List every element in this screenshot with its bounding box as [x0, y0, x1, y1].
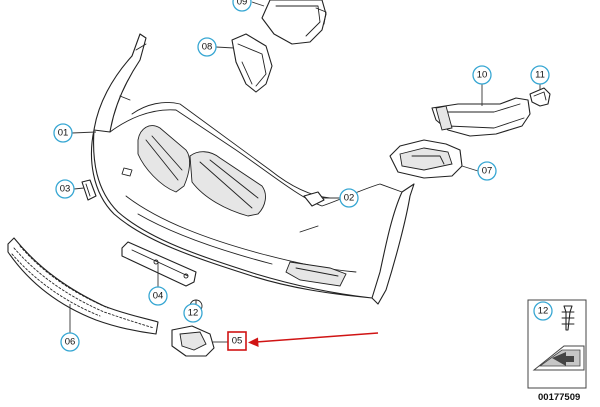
callout-09: 09: [232, 0, 252, 12]
callout-02: 02: [339, 188, 359, 208]
leader-lines: [69, 1, 541, 343]
callout-08-label: 08: [202, 42, 213, 53]
callout-11: 11: [530, 65, 550, 85]
callout-08: 08: [197, 37, 217, 57]
callout-12-legend: 12: [533, 301, 553, 321]
part-04-bracket: [121, 241, 197, 287]
callout-06: 06: [60, 332, 80, 352]
callout-01: 01: [53, 123, 73, 143]
part-09-air-duct: [261, 0, 327, 45]
part-07-bezel: [389, 139, 463, 179]
callout-05-label: 05: [232, 336, 243, 347]
callout-10: 10: [472, 65, 492, 85]
callout-04: 04: [148, 286, 168, 306]
callout-04-label: 04: [153, 291, 164, 302]
part-06-grille: [7, 237, 159, 335]
callout-02-label: 02: [344, 193, 355, 204]
part-02-cover: [303, 191, 325, 207]
callout-05-highlighted: 05: [227, 331, 247, 351]
callout-01-label: 01: [58, 128, 69, 139]
reference-number: 00177509: [538, 392, 580, 403]
callout-03: 03: [55, 179, 75, 199]
callout-03-label: 03: [60, 184, 71, 195]
highlight-arrow: [248, 332, 379, 347]
callout-06-label: 06: [65, 337, 76, 348]
callout-12-assembly: 12: [183, 303, 203, 323]
callout-12-legend-label: 12: [538, 306, 549, 317]
part-05-tow-cover: [171, 325, 215, 357]
part-08-bracket: [231, 33, 273, 93]
callout-10-label: 10: [477, 70, 488, 81]
callout-11-label: 11: [535, 70, 545, 81]
part-11-clip: [529, 87, 551, 107]
callout-09-label: 09: [237, 0, 248, 8]
callout-07-label: 07: [482, 166, 493, 177]
callout-12-assembly-label: 12: [188, 308, 199, 319]
part-10-air-duct: [431, 97, 531, 137]
part-03-clip: [81, 179, 97, 201]
callout-07: 07: [477, 161, 497, 181]
